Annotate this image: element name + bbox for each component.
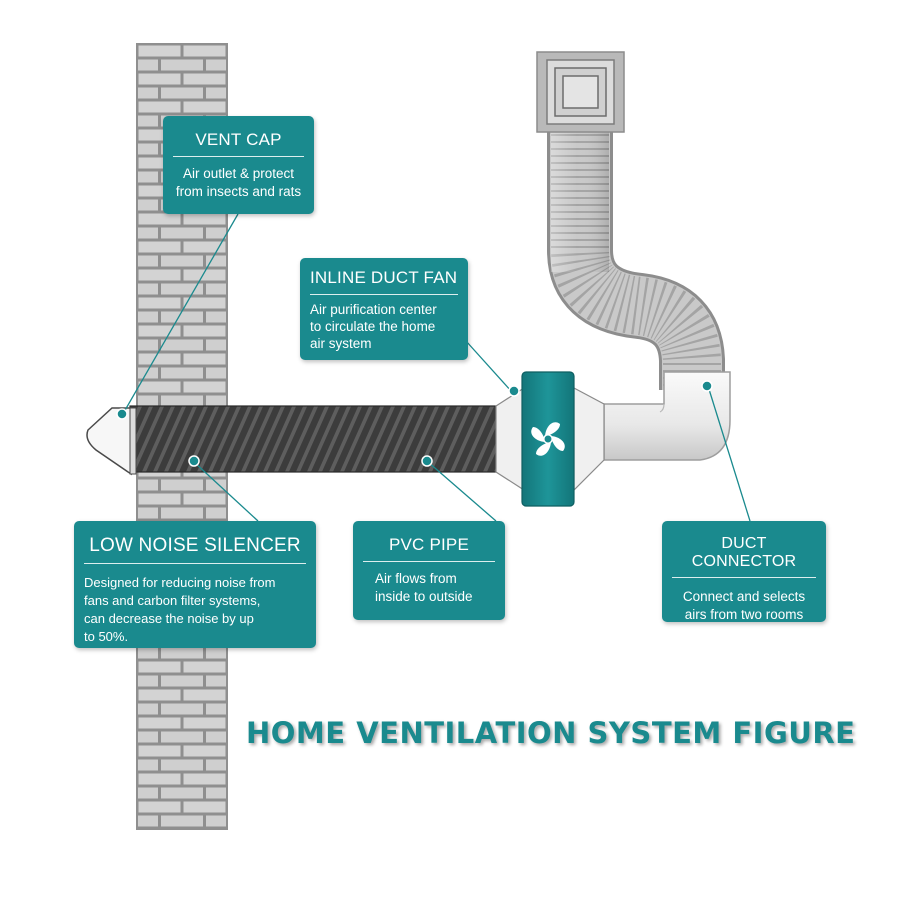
callout-low-noise-silencer: LOW NOISE SILENCER Designed for reducing… — [74, 521, 316, 648]
desc-line: Air purification center — [310, 302, 437, 317]
callout-title: LOW NOISE SILENCER — [84, 535, 306, 564]
ceiling-vent-icon — [536, 51, 625, 133]
callout-description: Air flows from inside to outside — [375, 570, 495, 606]
callout-description: Connect and selects airs from two rooms — [672, 588, 816, 624]
callout-description: Designed for reducing noise from fans an… — [84, 574, 306, 646]
leader-dots — [116, 380, 713, 467]
callout-title: PVC PIPE — [363, 535, 495, 562]
desc-line: can decrease the noise by up — [84, 611, 254, 626]
vent-cap — [86, 407, 137, 476]
desc-line: Designed for reducing noise from — [84, 575, 276, 590]
desc-line: inside to outside — [375, 589, 473, 604]
callout-description: Air outlet & protect from insects and ra… — [173, 165, 304, 201]
desc-line: airs from two rooms — [684, 607, 804, 622]
callout-pvc-pipe: PVC PIPE Air flows from inside to outsid… — [353, 521, 505, 620]
inline-duct-fan — [495, 371, 605, 507]
callout-duct-connector: DUCT CONNECTOR Connect and selects airs … — [662, 521, 826, 622]
callout-description: Air purification center to circulate the… — [310, 301, 458, 352]
figure-title: HOME VENTILATION SYSTEM FIGURE — [246, 716, 856, 750]
desc-line: Air flows from — [375, 571, 457, 586]
desc-line: fans and carbon filter systems, — [84, 593, 261, 608]
callout-vent-cap: VENT CAP Air outlet & protect from insec… — [163, 116, 314, 214]
desc-line: from insects and rats — [175, 184, 302, 199]
callout-title: INLINE DUCT FAN — [310, 268, 458, 295]
desc-line: to circulate the home — [310, 319, 436, 334]
callout-inline-duct-fan: INLINE DUCT FAN Air purification center … — [300, 258, 468, 360]
flexible-duct — [547, 120, 725, 390]
callout-title: VENT CAP — [173, 130, 304, 157]
desc-line: to 50%. — [84, 629, 129, 644]
callout-title: DUCT CONNECTOR — [672, 535, 816, 578]
desc-line: Connect and selects — [682, 589, 806, 604]
pvc-pipe — [129, 405, 497, 473]
desc-line: air system — [310, 336, 372, 351]
fan-icon — [531, 422, 565, 456]
leader-lines — [123, 213, 751, 522]
desc-line: Air outlet & protect — [182, 166, 295, 181]
